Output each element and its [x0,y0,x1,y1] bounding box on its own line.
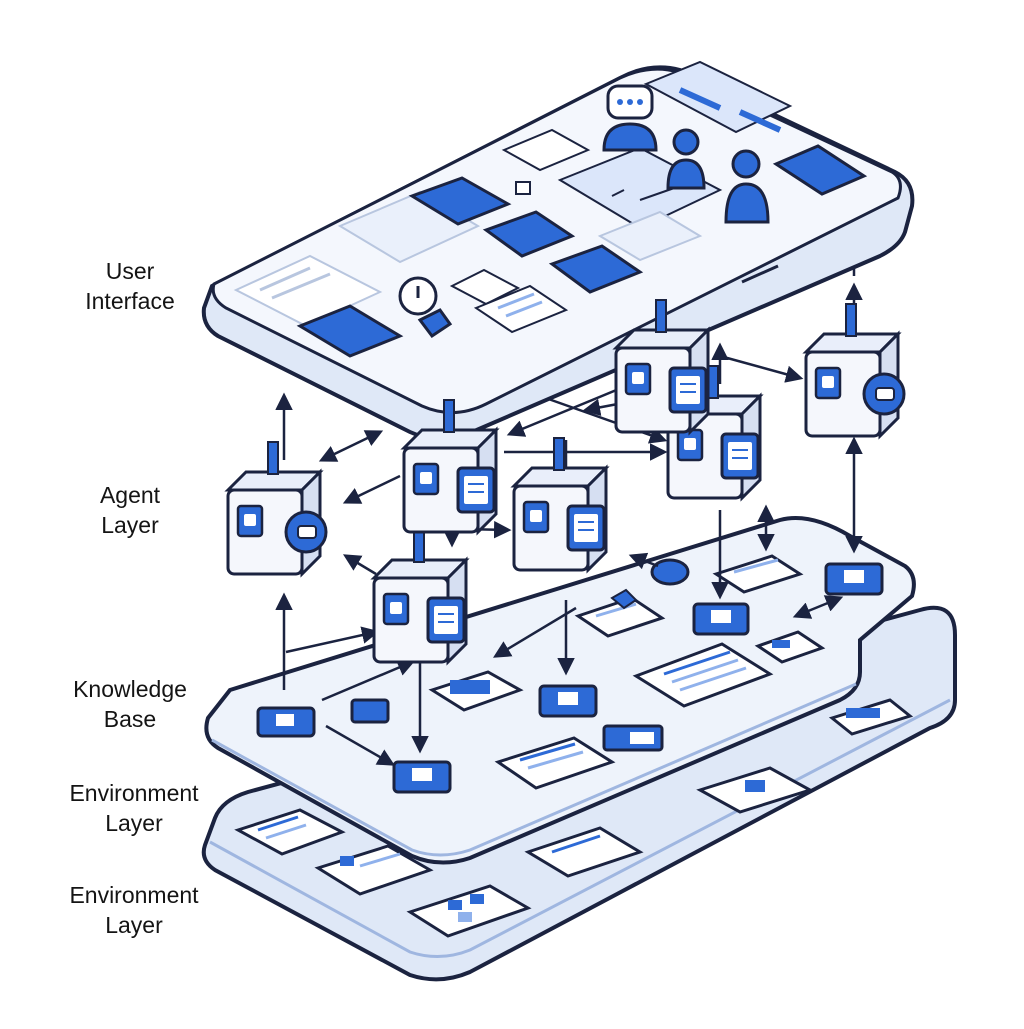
agent-node [224,441,328,578]
document-icon [712,554,804,594]
label-user-interface: User Interface [85,258,175,314]
user-icon [666,128,706,190]
document-icon [828,698,914,736]
pin-icon [417,308,453,339]
node-icon [350,698,390,724]
node-icon [692,602,750,636]
ui-blue-cards [296,144,868,358]
pin-icon [610,588,638,610]
node-icon [256,706,316,738]
document-icon [574,596,666,638]
document-icon [314,844,434,896]
agent-node [612,299,712,436]
document-icon [754,630,826,664]
node-icon [392,760,452,794]
document-icon [632,642,774,708]
table-icon [428,670,524,712]
ui-users [398,84,770,339]
label-agent-layer: Agent Layer [99,482,161,538]
document-icon [494,736,616,790]
user-icon [602,122,658,152]
grid-icon [696,766,814,814]
agent-node [400,399,500,536]
environment-items [234,698,914,938]
agent-node [802,303,906,440]
label-environment-layer-2: Environment Layer [69,882,199,938]
knowledge-items [256,554,884,794]
agent-node [370,529,470,666]
agent-node [510,437,610,574]
document-icon [524,826,644,878]
node-icon [650,558,690,586]
label-knowledge-base: Knowledge Base [73,676,187,732]
user-icon [724,149,770,224]
node-icon [824,562,884,596]
label-environment-layer-1: Environment Layer [69,780,199,836]
grid-icon [406,884,532,938]
agent-layer-nodes [224,299,906,666]
document-icon [234,808,346,856]
node-icon [602,724,664,752]
chat-bubble-icon [606,84,654,120]
node-icon [538,684,598,718]
clock-icon [398,276,438,316]
